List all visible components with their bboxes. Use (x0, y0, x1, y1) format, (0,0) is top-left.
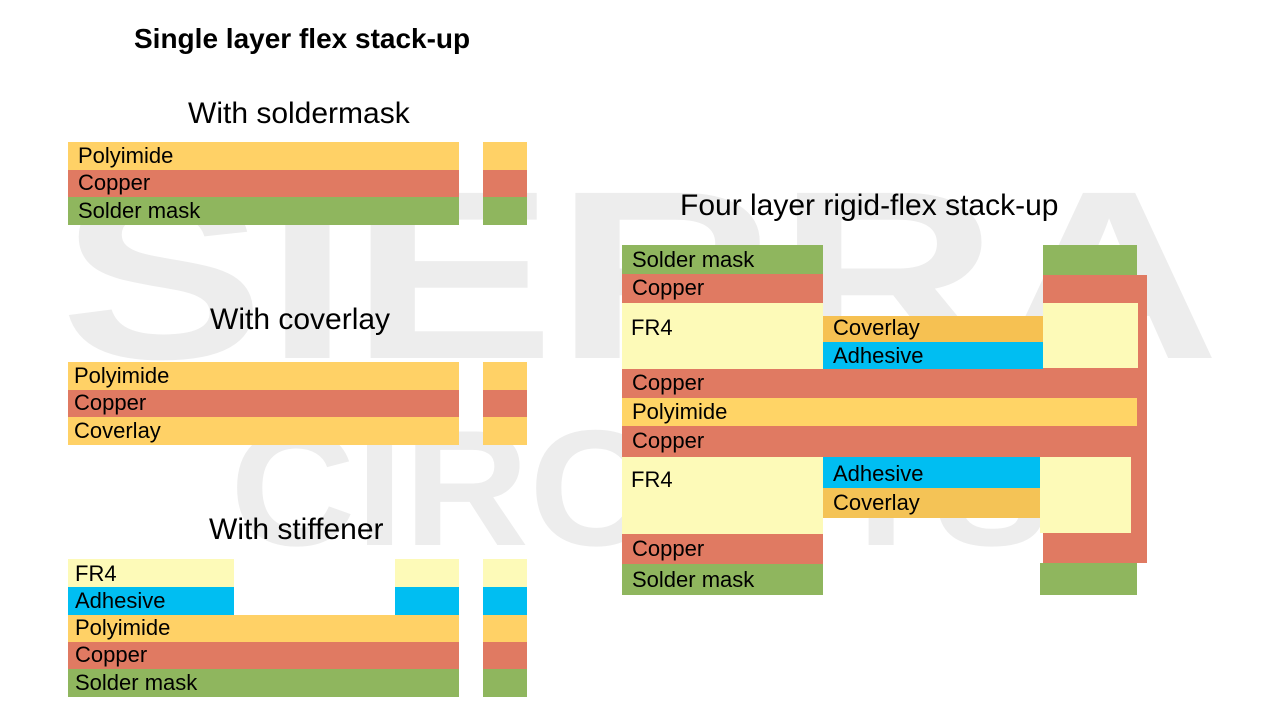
four-layer-title: Four layer rigid-flex stack-up (680, 189, 1059, 222)
layer-label: Copper (78, 170, 151, 195)
coverlay-top (823, 316, 1043, 342)
copper-layer (68, 390, 459, 417)
layer-label: Coverlay (74, 418, 161, 443)
polyimide-layer-end (483, 142, 527, 170)
copper-layer-end (483, 642, 527, 669)
stiffener-subtitle: With stiffener (209, 513, 384, 546)
adhesive-top (823, 342, 1043, 369)
layer-label: FR4 (75, 561, 117, 586)
fr4-stiffener-right (395, 559, 459, 587)
layer-label: Copper (632, 536, 705, 561)
coverlay-layer-end (483, 417, 527, 445)
layer-label: Copper (632, 428, 705, 453)
fr4-shadow-bottom (1040, 457, 1131, 533)
solder-mask-layer-end (483, 669, 527, 697)
layer-label: Polyimide (74, 363, 170, 388)
soldermask-subtitle: With soldermask (188, 97, 410, 130)
polyimide-layer (68, 362, 459, 390)
coverlay-bottom (823, 488, 1040, 518)
layer-label: Solder mask (632, 567, 755, 592)
polyimide-core (622, 398, 1137, 426)
copper-layer (68, 170, 459, 197)
single-layer-title: Single layer flex stack-up (134, 23, 471, 54)
fr4-stiffener-end (483, 559, 527, 587)
layer-label: Solder mask (78, 198, 201, 223)
solder-mask-top (622, 245, 823, 274)
solder-mask-layer (68, 669, 459, 697)
adhesive-left (68, 587, 234, 615)
copper-top (622, 274, 823, 303)
layer-label: Adhesive (75, 588, 166, 613)
solder-mask-layer-end (483, 197, 527, 225)
layer-label: Adhesive (833, 343, 924, 368)
layer-label: Coverlay (833, 315, 920, 340)
copper-layer-end (483, 170, 527, 197)
fr4-shadow-top (1043, 303, 1138, 368)
adhesive-bottom (823, 457, 1040, 488)
layer-label: Polyimide (78, 143, 174, 168)
adhesive-right (395, 587, 459, 615)
layer-label: Copper (632, 370, 705, 395)
solder-mask-top-right (1043, 245, 1137, 275)
layer-label: Polyimide (632, 399, 728, 424)
layer-label: Copper (632, 275, 705, 300)
layer-label: Solder mask (632, 247, 755, 272)
polyimide-layer-end (483, 615, 527, 642)
layer-label: Copper (75, 642, 148, 667)
layer-label: Polyimide (75, 615, 171, 640)
layer-label: Solder mask (75, 670, 198, 695)
layer-label: Copper (74, 390, 147, 415)
solder-mask-layer (68, 197, 459, 225)
fr4-stiffener-left (68, 559, 234, 587)
coverlay-layer (68, 417, 459, 445)
adhesive-end (483, 587, 527, 615)
polyimide-layer-end (483, 362, 527, 390)
solder-mask-bottom (622, 564, 823, 595)
layer-label: FR4 (631, 467, 673, 492)
layer-label: FR4 (631, 315, 673, 340)
solder-mask-bottom-right (1040, 563, 1137, 595)
copper-layer (68, 642, 459, 669)
fr4-top (622, 303, 823, 369)
copper-inner-1 (622, 369, 1137, 398)
polyimide-layer (68, 142, 459, 170)
copper-inner-2 (622, 426, 1137, 457)
fr4-bottom (622, 457, 823, 534)
coverlay-subtitle: With coverlay (210, 303, 391, 336)
layer-label: Coverlay (833, 490, 920, 515)
polyimide-layer (68, 615, 459, 642)
copper-layer-end (483, 390, 527, 417)
layer-label: Adhesive (833, 461, 924, 486)
copper-bottom (622, 534, 823, 564)
